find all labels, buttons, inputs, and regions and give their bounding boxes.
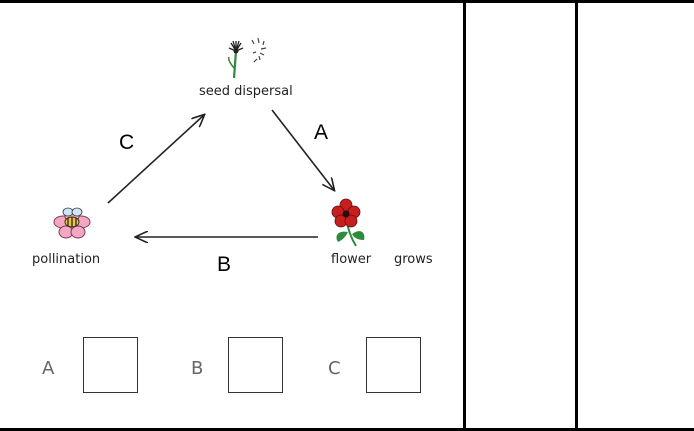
stage-flower: flower — [331, 252, 372, 267]
stage-seed-dispersal: seed dispersal — [199, 84, 293, 99]
bottom-border — [0, 428, 694, 431]
answer-label-b: B — [191, 358, 204, 379]
arrow-label-c: C — [119, 131, 135, 154]
stage-pollination: pollination — [32, 252, 101, 267]
red-flower-icon — [331, 198, 365, 247]
dandelion-icon — [228, 37, 267, 79]
top-border — [0, 0, 694, 3]
arrow-label-b: B — [217, 253, 232, 276]
answer-label-a: A — [42, 358, 55, 379]
stage-grows: grows — [394, 252, 433, 267]
answer-box-a[interactable] — [83, 337, 138, 393]
answer-box-c[interactable] — [366, 337, 421, 393]
arrow-c — [107, 115, 204, 204]
answer-box-b[interactable] — [228, 337, 283, 393]
column-divider-2 — [575, 0, 578, 431]
arrow-a — [271, 109, 334, 190]
bee-on-flower-icon — [53, 207, 91, 239]
column-divider-1 — [463, 0, 466, 431]
arrow-label-a: A — [314, 121, 329, 144]
answer-label-c: C — [328, 358, 341, 379]
